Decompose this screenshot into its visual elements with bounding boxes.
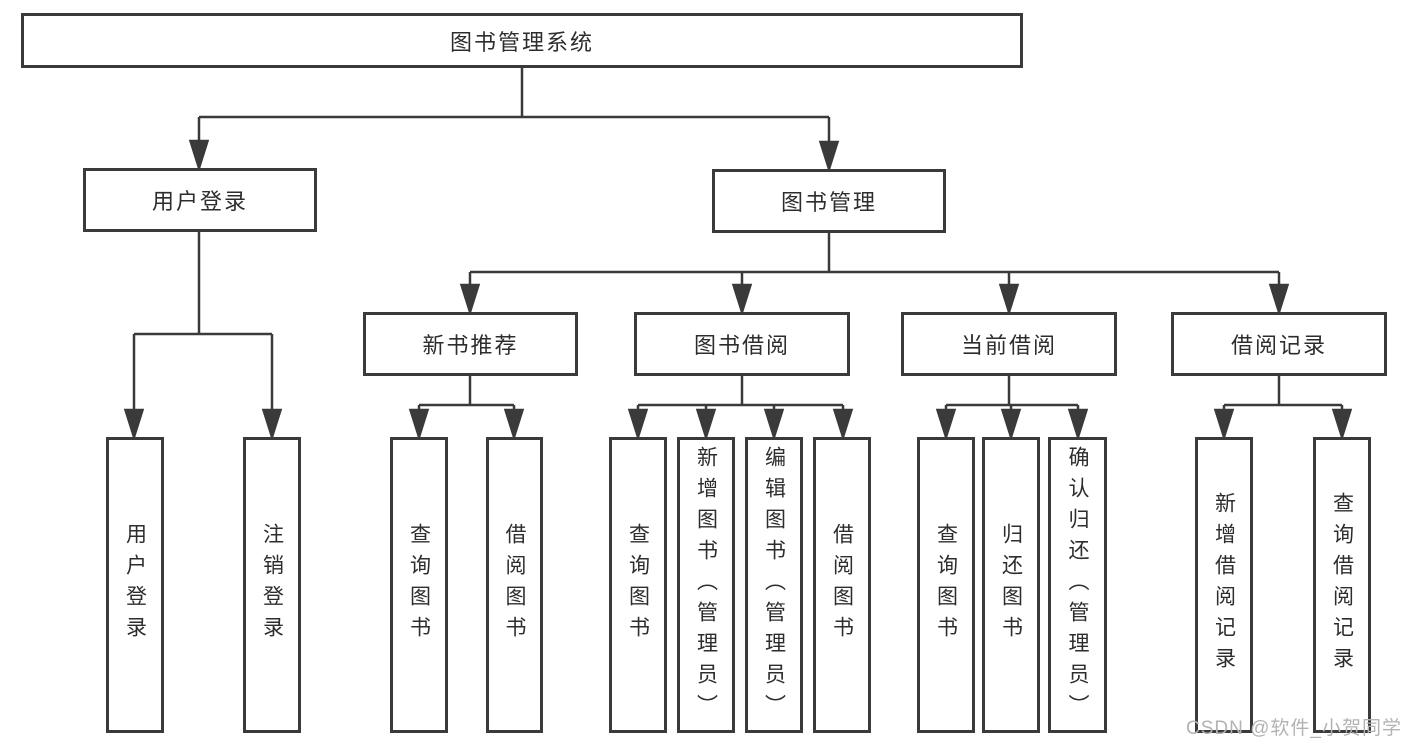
node-label: 查询图书 [934, 523, 958, 647]
node-label: 新增借阅记录 [1212, 492, 1236, 678]
arrowhead-icon [731, 283, 753, 317]
leaf-confirm-return-admin: 确认归还（管理员） [1048, 437, 1107, 733]
node-label: 编辑图书（管理员） [762, 445, 786, 725]
node-new-book-recommend: 新书推荐 [363, 312, 578, 376]
connector-book-mgmt-to-level3 [459, 233, 1290, 317]
node-label: 查询图书 [407, 523, 431, 647]
leaf-edit-books-admin: 编辑图书（管理员） [745, 437, 803, 733]
leaf-add-books-admin: 新增图书（管理员） [677, 437, 735, 733]
node-label: 查询借阅记录 [1330, 492, 1354, 678]
arrowhead-icon [1268, 283, 1290, 317]
leaf-query-books-borrowing: 查询图书 [609, 437, 667, 733]
arrowhead-icon [935, 408, 957, 442]
arrowhead-icon [1000, 408, 1022, 442]
node-label: 确认归还（管理员） [1066, 445, 1089, 725]
leaf-user-login: 用户登录 [106, 437, 164, 733]
arrowhead-icon [1067, 408, 1089, 442]
leaf-borrow-books-borrowing: 借阅图书 [813, 437, 871, 733]
node-label: 注销登录 [260, 523, 284, 647]
node-label: 图书管理系统 [449, 29, 594, 55]
connector-new-book-rec-children [408, 376, 525, 442]
node-book-management: 图书管理 [712, 169, 946, 233]
node-book-borrowing: 图书借阅 [634, 312, 850, 376]
node-label: 用户登录 [123, 523, 147, 647]
node-label: 查询图书 [626, 523, 650, 647]
leaf-query-books-current: 查询图书 [917, 437, 975, 733]
arrowhead-icon [627, 408, 649, 442]
arrowhead-icon [763, 408, 785, 442]
arrowhead-icon [998, 283, 1020, 317]
arrowhead-icon [188, 139, 210, 173]
node-label: 用户登录 [151, 189, 248, 214]
node-label: 当前借阅 [960, 333, 1057, 358]
node-label: 图书借阅 [693, 333, 790, 358]
leaf-return-books: 归还图书 [982, 437, 1040, 733]
arrowhead-icon [503, 408, 525, 442]
arrowhead-icon [408, 408, 430, 442]
node-label: 新书推荐 [422, 333, 519, 358]
connector-book-borrow-children [627, 376, 854, 442]
leaf-query-borrow-record: 查询借阅记录 [1313, 437, 1371, 733]
arrowhead-icon [695, 408, 717, 442]
leaf-logout: 注销登录 [243, 437, 301, 733]
leaf-borrow-books-recommend: 借阅图书 [486, 437, 543, 733]
node-label: 图书管理 [780, 190, 877, 215]
connector-user-login-children [123, 232, 283, 442]
node-label: 借阅图书 [503, 523, 526, 647]
node-library-system-root: 图书管理系统 [21, 13, 1023, 68]
leaf-add-borrow-record: 新增借阅记录 [1195, 437, 1253, 733]
connector-root-to-level2 [188, 68, 840, 174]
arrowhead-icon [818, 140, 840, 174]
node-current-borrowing: 当前借阅 [901, 312, 1117, 376]
connector-borrow-records-children [1213, 376, 1353, 442]
arrowhead-icon [123, 408, 145, 442]
node-label: 新增图书（管理员） [694, 445, 718, 725]
arrowhead-icon [832, 408, 854, 442]
arrowhead-icon [1331, 408, 1353, 442]
node-label: 归还图书 [999, 523, 1023, 647]
node-user-login: 用户登录 [83, 168, 317, 232]
connector-current-borrow-children [935, 376, 1089, 442]
arrowhead-icon [1213, 408, 1235, 442]
node-label: 借阅图书 [830, 523, 854, 647]
arrowhead-icon [261, 408, 283, 442]
node-borrowing-records: 借阅记录 [1171, 312, 1387, 376]
leaf-query-books-recommend: 查询图书 [390, 437, 448, 733]
csdn-watermark: CSDN @软件_小贺同学 [1186, 718, 1402, 739]
arrowhead-icon [459, 283, 481, 317]
node-label: 借阅记录 [1230, 333, 1327, 358]
